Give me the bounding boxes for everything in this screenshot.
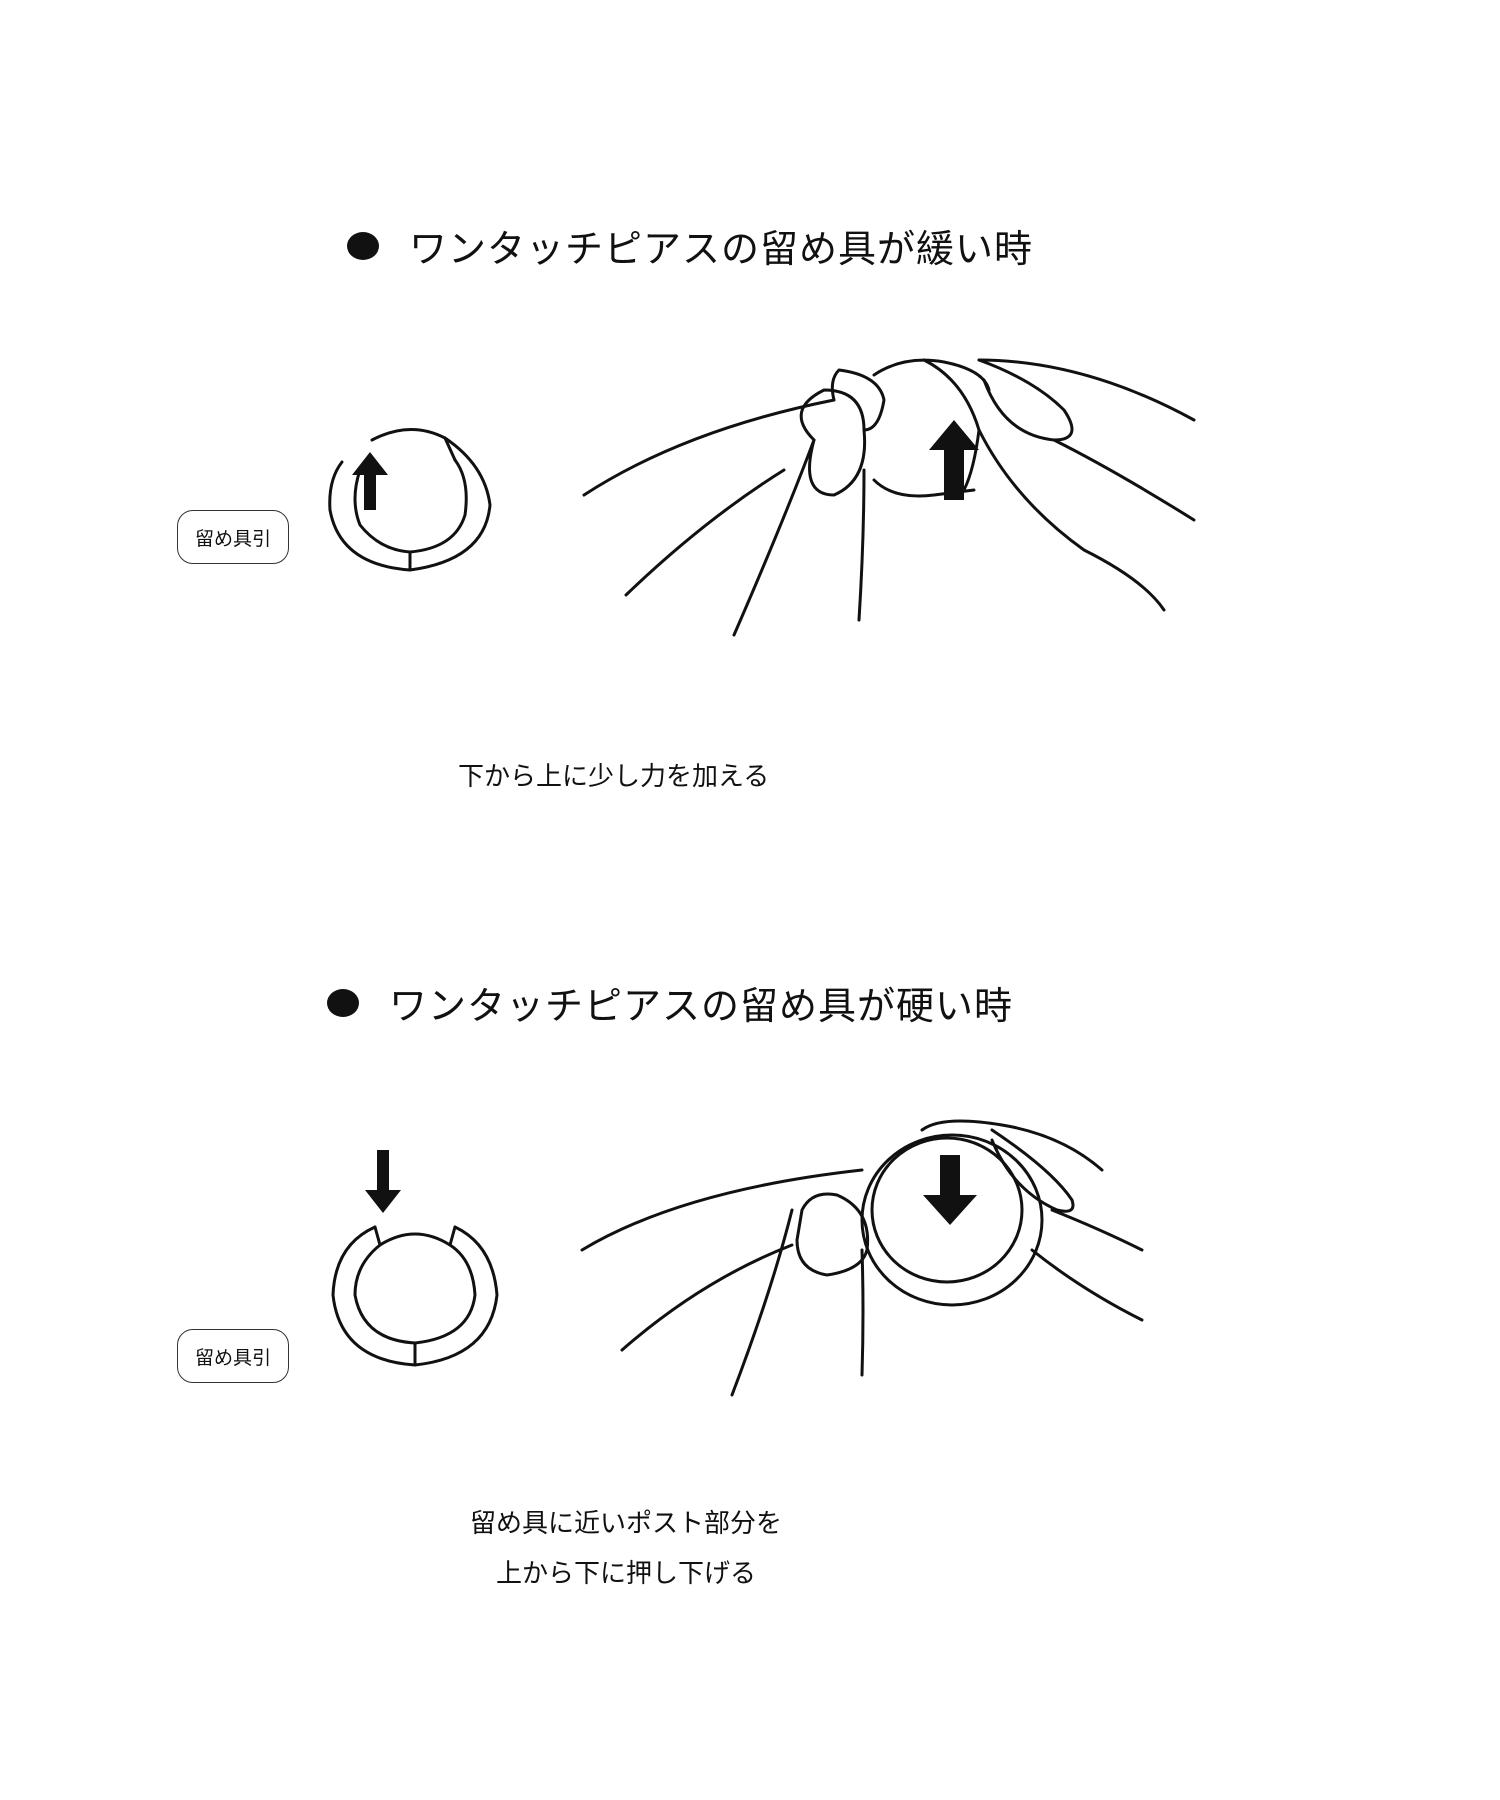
caption-line: 下から上に少し力を加える	[458, 762, 770, 792]
clasp-ring-diagram-up	[328, 428, 492, 572]
arrow-up-icon	[929, 420, 979, 500]
instruction-caption-loose: 下から上に少し力を加える	[458, 752, 769, 802]
section-heading-tight: ワンタッチピアスの留め具が硬い時	[327, 975, 1013, 1030]
caption-line: 留め具に近いポスト部分を	[470, 1509, 783, 1539]
bullet-icon	[347, 231, 379, 260]
arrow-down-icon	[365, 1150, 401, 1213]
clasp-label: 留め具引	[177, 510, 289, 564]
clasp-label-text: 留め具引	[194, 527, 271, 550]
caption-line: 上から下に押し下げる	[496, 1559, 757, 1589]
clasp-label: 留め具引	[177, 1329, 289, 1383]
heading-text: ワンタッチピアスの留め具が緩い時	[409, 227, 1034, 271]
arrow-down-icon	[923, 1155, 977, 1225]
clasp-ring-diagram-down	[331, 1150, 499, 1367]
bullet-icon	[327, 988, 359, 1017]
heading-text: ワンタッチピアスの留め具が硬い時	[389, 984, 1014, 1028]
section-heading-loose: ワンタッチピアスの留め具が緩い時	[347, 218, 1033, 273]
arrow-up-icon	[352, 452, 388, 510]
clasp-label-text: 留め具引	[194, 1346, 271, 1369]
hands-illustration-tight	[580, 1119, 1144, 1397]
hands-illustration-loose	[582, 358, 1196, 637]
instruction-caption-tight: 留め具に近いポスト部分を 上から下に押し下げる	[470, 1499, 782, 1599]
